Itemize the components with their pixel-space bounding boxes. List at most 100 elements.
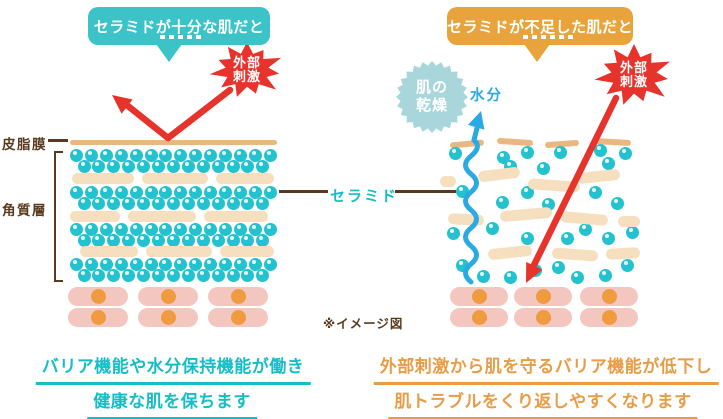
ceramide-dot (114, 148, 128, 162)
ceramide-dot (92, 233, 106, 247)
ceramide-dot (520, 145, 534, 159)
cell-nucleus (160, 310, 176, 325)
ceramide-dot (248, 257, 262, 271)
sebum-pointer-line (48, 139, 68, 142)
ceramide-dot (233, 222, 247, 236)
skin-dryness-label: 肌の乾燥 (415, 79, 449, 114)
ceramide-dot (226, 233, 240, 247)
lipid-bar (72, 173, 134, 184)
ceramide-dot (528, 263, 542, 277)
ceramide-dot (77, 196, 91, 210)
moisture-label: 水分 (470, 88, 503, 104)
ceramide-dot (189, 222, 203, 236)
left-reflect-arrow (124, 86, 234, 142)
ceramide-dot (70, 222, 83, 236)
lipid-bar (70, 211, 120, 222)
ceramide-dot (129, 148, 143, 162)
ceramide-dot (92, 268, 106, 282)
ceramide-dot (166, 196, 180, 210)
ceramide-dot (174, 222, 188, 236)
stratum-corneum-label: 角質層 (2, 203, 47, 218)
lipid-bar (220, 246, 274, 257)
ceramide-dot (137, 268, 151, 282)
ceramide-dot (70, 148, 83, 162)
ceramide-dot (152, 159, 165, 173)
lipid-bar (477, 166, 521, 183)
ceramide-dot (99, 222, 113, 236)
ceramide-dot (159, 222, 173, 236)
ceramide-dot (196, 196, 210, 210)
ceramide-dot (219, 148, 232, 162)
left-bubble-underline (160, 35, 204, 39)
right-bubble-pointer (524, 44, 550, 62)
ceramide-dot (129, 185, 143, 199)
ceramide-dot (107, 268, 121, 282)
ceramide-dot (226, 159, 240, 173)
ceramide-dot (618, 146, 632, 160)
ceramide-dot (174, 257, 188, 271)
lipid-bar (527, 178, 581, 193)
ceramide-dot (241, 268, 255, 282)
ceramide-dot (122, 233, 136, 247)
ceramide-dot (159, 185, 173, 199)
ceramide-dot (204, 222, 218, 236)
left-reflect-arrowhead (112, 95, 133, 114)
cell-nucleus (160, 289, 176, 304)
ceramide-dot (256, 233, 270, 247)
sebum-film (70, 140, 277, 145)
ceramide-dot (137, 233, 151, 247)
ceramide-dot (485, 221, 499, 235)
ceramide-dot (92, 196, 106, 210)
ceramide-dot (114, 257, 128, 271)
ceramide-dot (241, 196, 255, 210)
cell-nucleus (230, 289, 246, 304)
ceramide-dot (166, 159, 180, 173)
ceramide-dot (99, 257, 113, 271)
ceramide-dot (520, 231, 534, 245)
ceramide-dot (84, 148, 98, 162)
ceramide-dot (196, 268, 210, 282)
ceramide-dot (560, 231, 574, 245)
left-caption-line2: 健康な肌を保ちます (87, 387, 257, 419)
left-bubble-label: セラミドが十分な肌だと (93, 18, 265, 36)
moisture-escape-arrow (463, 125, 480, 285)
stratum-corneum-bracket (54, 151, 63, 282)
ceramide-dot (114, 222, 128, 236)
ceramide-dot (601, 156, 615, 170)
ceramide-dot (593, 143, 607, 157)
ceramide-dot (446, 226, 460, 240)
ceramide-dot (99, 148, 113, 162)
ceramide-dot (159, 257, 173, 271)
ceramide-dot (211, 159, 225, 173)
cell-nucleus (535, 310, 551, 325)
ceramide-dot (152, 268, 165, 282)
ceramide-dot (256, 268, 270, 282)
lipid-bar (80, 246, 138, 257)
ceramide-dot (166, 233, 180, 247)
ceramide-dot (263, 148, 277, 162)
right-bubble-label: セラミドが不足した肌だと (447, 18, 634, 36)
ceramide-dot (70, 185, 83, 199)
ceramide-dot (241, 159, 255, 173)
ceramide-dot (219, 222, 232, 236)
ceramide-dot (174, 148, 188, 162)
ceramide-dot (588, 185, 602, 199)
ceramide-dot (211, 268, 225, 282)
left-caption-line1: バリア機能や水分保持機能が働き (35, 352, 311, 385)
ceramide-dot (181, 196, 195, 210)
ceramide-dot (536, 161, 550, 175)
ceramide-dot (503, 270, 517, 284)
ceramide-dot (625, 225, 639, 239)
ceramide-dot (129, 222, 143, 236)
ceramide-dot (77, 159, 91, 173)
right-bubble-underline (523, 35, 577, 39)
ceramide-dot (137, 159, 151, 173)
ceramide-dot (181, 233, 195, 247)
ceramide-dot (570, 270, 584, 284)
ceramide-dot (219, 257, 232, 271)
ceramide-dot (144, 222, 158, 236)
right-speech-bubble: セラミドが不足した肌だと (447, 7, 633, 45)
cell-nucleus (90, 289, 106, 304)
left-speech-bubble: セラミドが十分な肌だと (88, 7, 270, 45)
